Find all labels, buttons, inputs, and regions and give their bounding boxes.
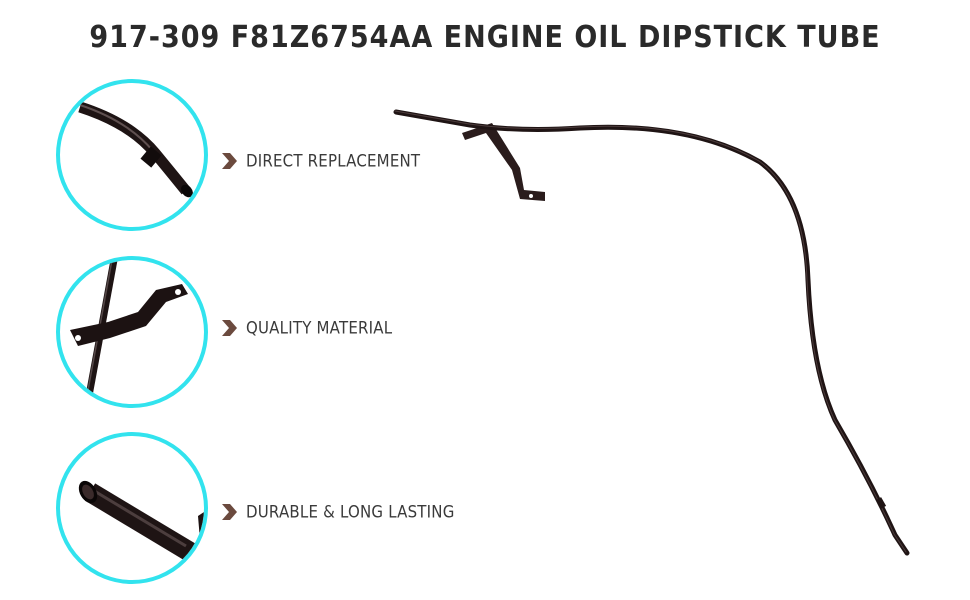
feature-label: DIRECT REPLACEMENT: [246, 151, 421, 171]
chevron-right-icon: [222, 320, 237, 336]
feature-durable-long-lasting: DURABLE & LONG LASTING: [220, 500, 455, 524]
callout-tube-end: [56, 79, 208, 231]
feature-label: QUALITY MATERIAL: [246, 318, 393, 338]
feature-label: DURABLE & LONG LASTING: [246, 502, 455, 522]
feature-quality-material: QUALITY MATERIAL: [220, 316, 392, 340]
callout-tube-opening: [56, 432, 208, 584]
chevron-right-icon: [222, 153, 237, 169]
page-title: 917-309 F81Z6754AA ENGINE OIL DIPSTICK T…: [89, 20, 881, 55]
callout-bracket: [56, 256, 208, 408]
tube-opening-detail-image: [78, 480, 204, 561]
tube-end-detail-image: [78, 101, 193, 198]
bracket-detail-image: [70, 260, 188, 404]
feature-direct-replacement: DIRECT REPLACEMENT: [220, 149, 420, 173]
chevron-right-icon: [222, 504, 237, 520]
